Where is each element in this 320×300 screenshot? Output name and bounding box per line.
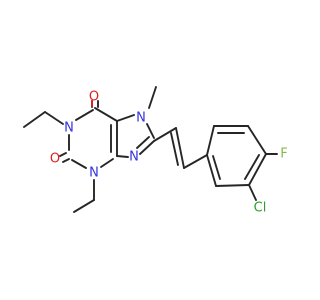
atom-n9: N — [129, 150, 139, 165]
benzene-ring — [206, 125, 267, 187]
atom-f: F — [280, 147, 287, 162]
carbonyl-groups — [59, 100, 99, 163]
bond-cb-aryl — [183, 154, 208, 169]
atom-n3: N — [89, 166, 99, 181]
bond-n9-c4 — [116, 155, 129, 158]
bond-ar6-ar1 — [206, 154, 217, 187]
bond-c2-n3 — [71, 159, 87, 169]
bond-ar5-cl — [248, 184, 257, 201]
bond-ca-cb — [175, 127, 185, 169]
bond-c5-c6 — [94, 107, 118, 122]
n3-ethyl — [73, 179, 95, 213]
bond-c5-n7 — [116, 114, 135, 122]
bond-c8-n9-inner — [136, 136, 150, 149]
bond-c6-n1 — [75, 109, 94, 121]
pyrimidine-ring — [68, 107, 118, 169]
bond-ca-cb-inner — [170, 132, 179, 166]
molecule-svg: O N O N N N F Cl — [23, 86, 288, 216]
bond-c2-o2-double — [62, 158, 70, 163]
molecule-structure-diagram: O N O N N N F Cl — [23, 86, 288, 216]
bond-ch2-ch3-3 — [73, 199, 95, 213]
bond-ch2-ch3-1 — [23, 111, 46, 128]
bond-ar4-ar5-inner — [244, 154, 260, 180]
bond-ar6-ar1-inner — [212, 155, 221, 180]
bond-c8-ca — [153, 127, 177, 142]
atom-o6: O — [89, 90, 99, 105]
vinyl-linker — [153, 127, 208, 169]
bond-n7-methyl — [148, 86, 157, 109]
atom-n7: N — [136, 111, 146, 126]
atom-cl: Cl — [254, 201, 267, 216]
bond-c2-o2 — [59, 152, 67, 157]
imidazole-ring — [116, 114, 155, 158]
n1-ethyl — [23, 111, 64, 128]
bond-ar3-ar4 — [247, 125, 267, 155]
atom-o2: O — [50, 152, 60, 167]
atom-labels: O N O N N N F Cl — [50, 90, 288, 216]
bond-c8-n9 — [139, 140, 155, 155]
bond-n7-c8 — [146, 123, 155, 139]
bond-ar4-ar5 — [248, 153, 267, 186]
bond-ar5-ar6 — [215, 184, 250, 187]
bond-n1-ch2 — [44, 111, 64, 125]
atom-n1: N — [64, 121, 74, 136]
bond-ar1-ar2 — [206, 125, 215, 156]
bond-n3-c4 — [100, 158, 114, 168]
